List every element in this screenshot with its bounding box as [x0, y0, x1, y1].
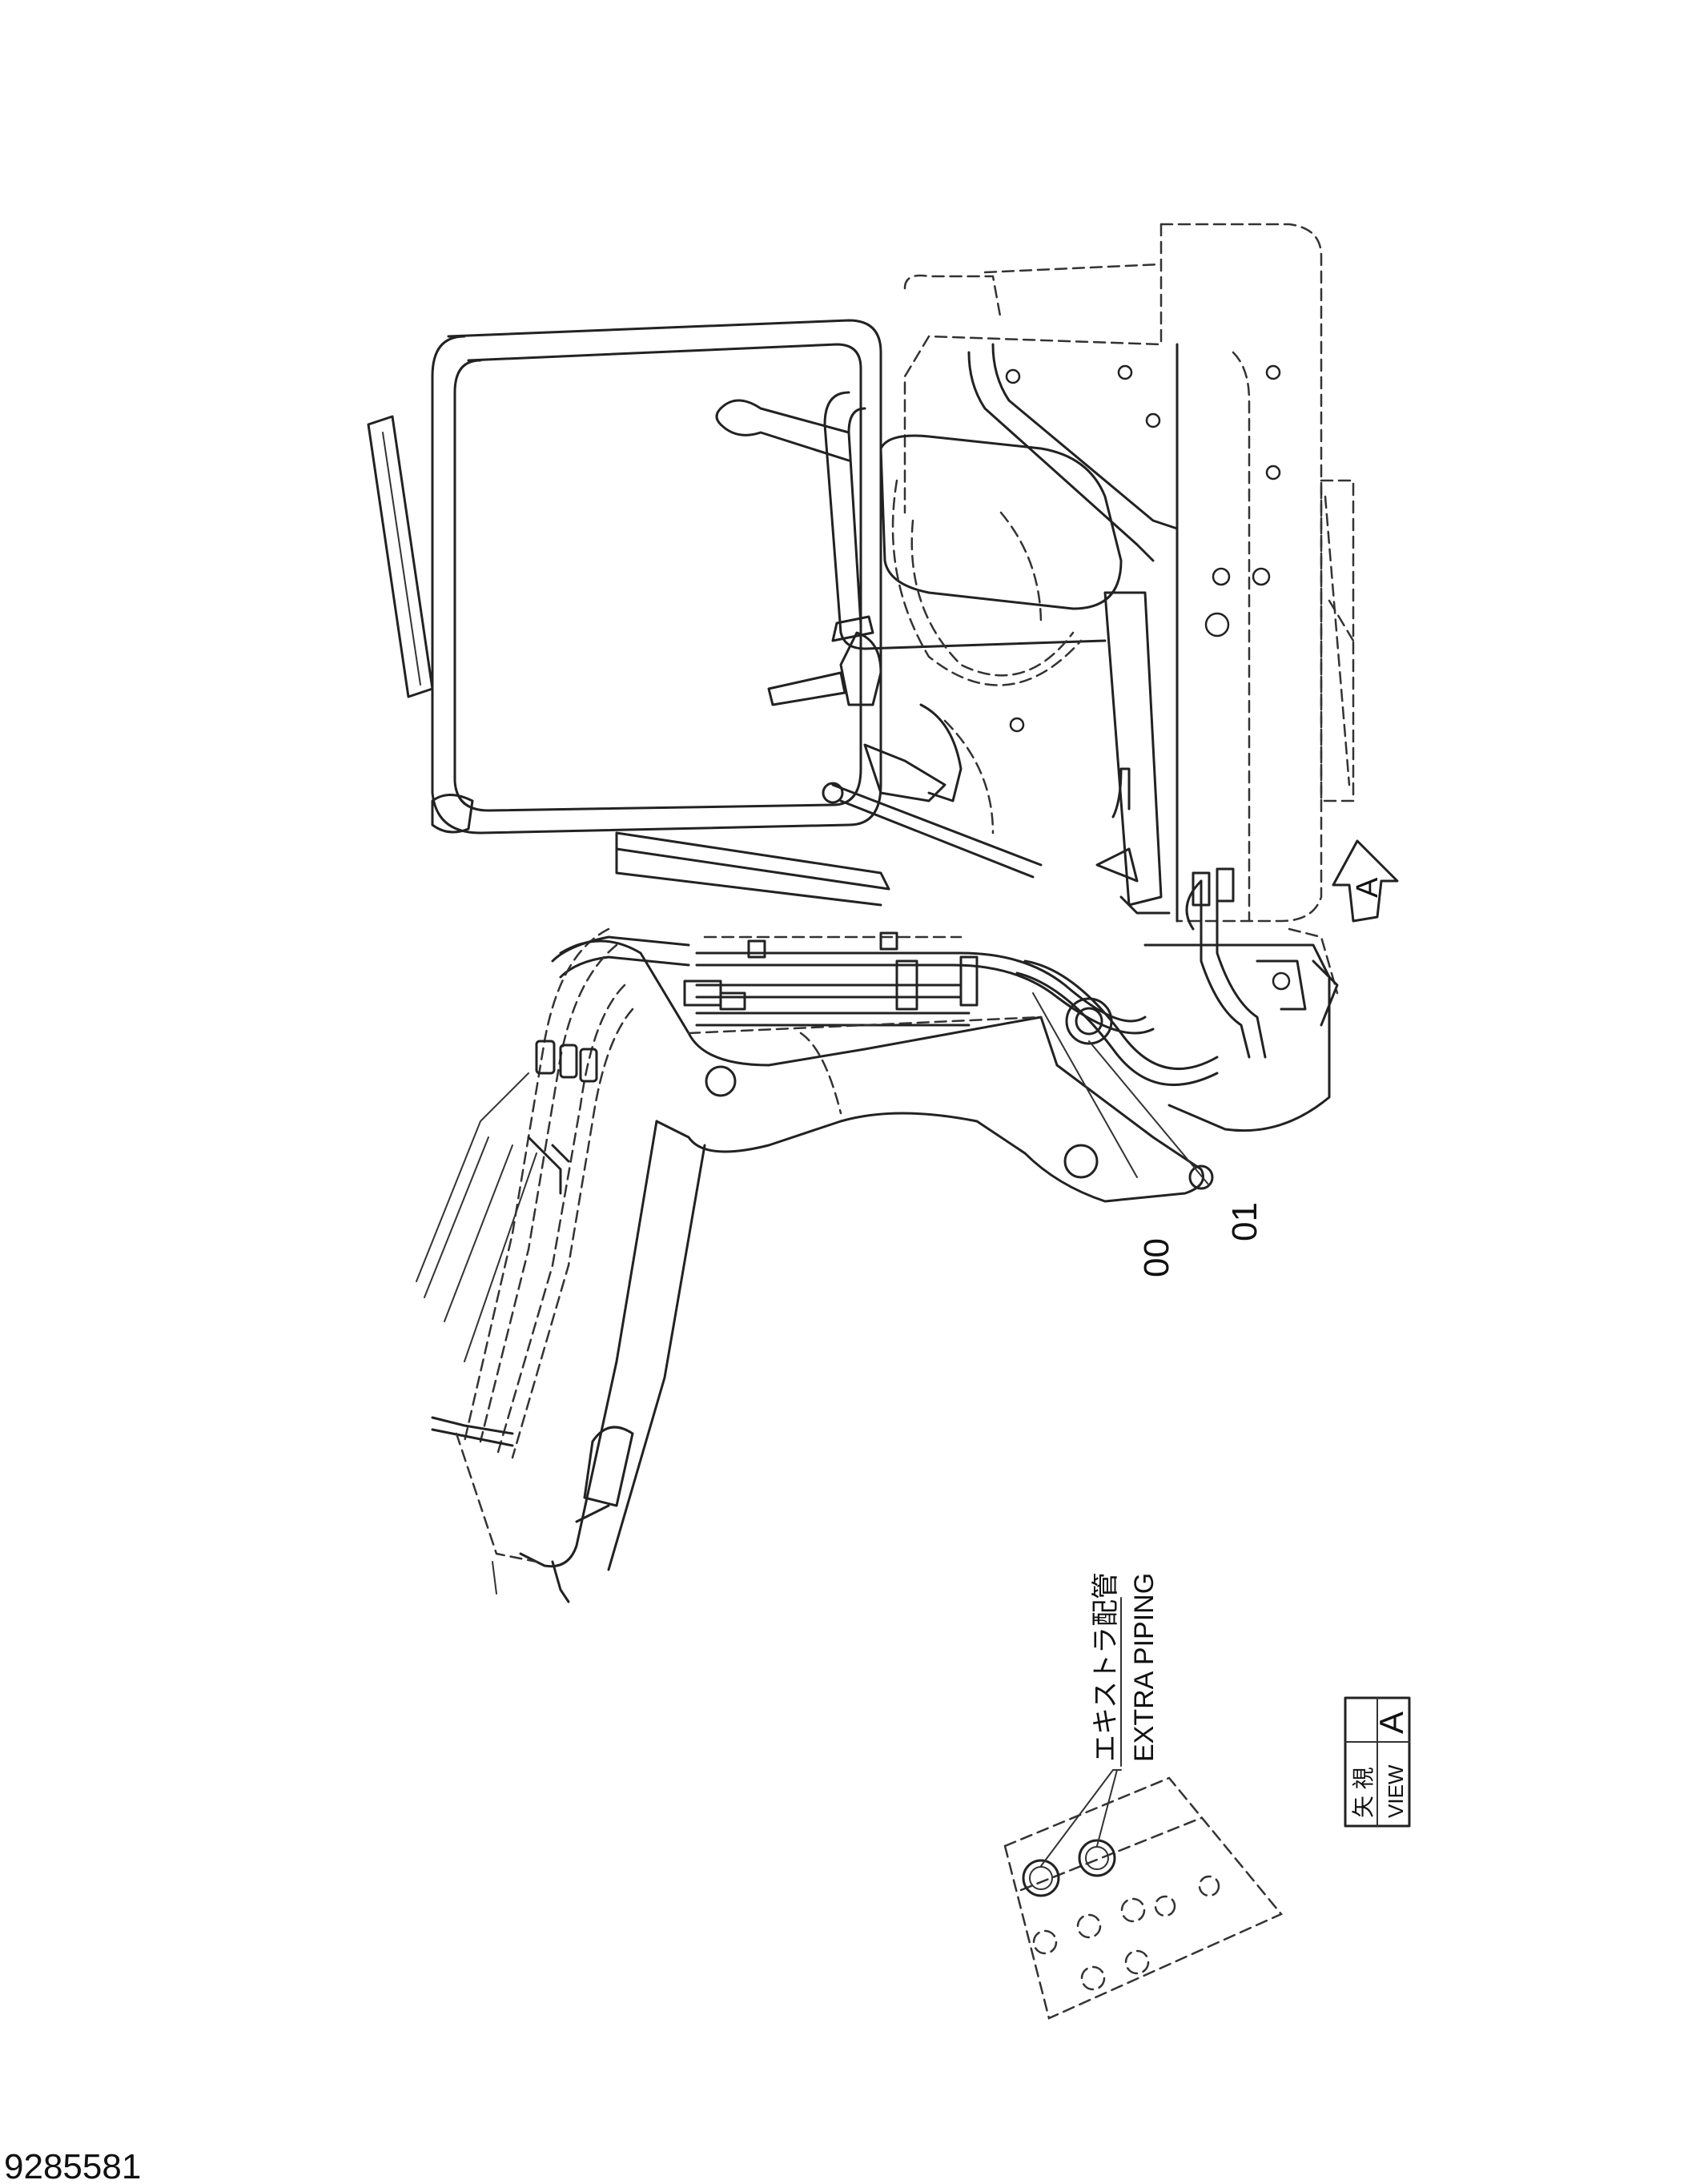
pivot-pins — [705, 997, 1214, 1190]
detail-plate — [1003, 1776, 1284, 2020]
hose-bundle — [463, 867, 1267, 1459]
view-a-jp: 矢 視 — [1351, 1767, 1376, 1818]
boom — [416, 939, 1204, 1603]
extra-piping-label-jp: エキストラ配管 — [1091, 1572, 1121, 1762]
extra-piping-leaders — [1040, 1597, 1122, 1867]
view-a-box — [1344, 1696, 1411, 1828]
extra-piping-ports — [1022, 1839, 1116, 1897]
callout-01: 01 — [1225, 1202, 1264, 1241]
extra-piping-label-en: EXTRA PIPING — [1129, 1573, 1159, 1762]
view-arrow — [1332, 839, 1399, 923]
view-arrow-letter: A — [1351, 877, 1384, 898]
callout-leaders — [1032, 992, 1210, 1186]
plate-holes — [1032, 1875, 1220, 1991]
canopy-frame — [367, 319, 890, 907]
frame-bolts — [1005, 364, 1281, 733]
control-console — [715, 391, 1171, 915]
callout-00: 00 — [1137, 1238, 1176, 1277]
view-a-letter: A — [1372, 1711, 1410, 1734]
swing-post — [1143, 927, 1339, 1132]
drawing-number: 9285581 — [4, 2147, 141, 2184]
view-a-en: VIEW — [1384, 1764, 1408, 1818]
engine-cover — [903, 223, 1355, 923]
